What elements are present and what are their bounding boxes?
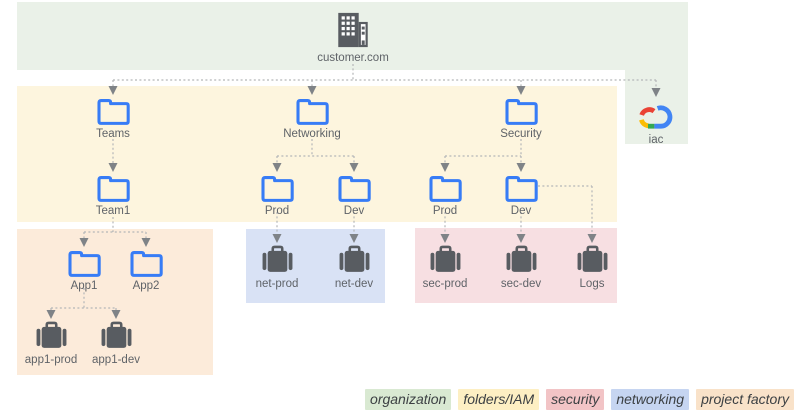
briefcase-icon (100, 320, 133, 351)
project-label: app1-dev (92, 354, 140, 366)
project-label: Logs (579, 278, 605, 290)
node-folder-networking-prod: Prod (232, 173, 322, 218)
folder-label: App2 (132, 280, 160, 292)
node-folder-security-dev: Dev (476, 173, 566, 218)
node-folder-teams: Teams (68, 96, 158, 141)
folder-icon (96, 96, 131, 125)
folder-label: Networking (283, 128, 341, 140)
project-label: app1-prod (24, 354, 78, 366)
folder-label: Teams (96, 128, 130, 140)
folder-label: Prod (432, 205, 458, 217)
node-iac: iac (611, 99, 701, 147)
node-organization: customer.com (308, 11, 398, 65)
node-folder-networking-dev: Dev (309, 173, 399, 218)
legend-item-security: security (546, 389, 605, 411)
briefcase-icon (338, 244, 371, 275)
building-icon (334, 11, 372, 49)
legend-item-folders-iam: folders/IAM (458, 389, 540, 411)
folder-icon (337, 173, 372, 202)
folder-label: Prod (264, 205, 290, 217)
node-project-app1-prod: app1-prod (6, 320, 96, 367)
legend-item-project-factory: project factory (696, 389, 794, 411)
node-folder-networking: Networking (267, 96, 357, 141)
node-folder-security-prod: Prod (400, 173, 490, 218)
node-project-net-prod: net-prod (232, 244, 322, 291)
legend-item-networking: networking (611, 389, 690, 411)
folder-icon (129, 248, 164, 277)
briefcase-icon (429, 244, 462, 275)
briefcase-icon (35, 320, 68, 351)
briefcase-icon (261, 244, 294, 275)
iac-label: iac (648, 134, 664, 146)
folder-icon (295, 96, 330, 125)
project-label: sec-dev (500, 278, 542, 290)
folder-icon (504, 96, 539, 125)
project-label: net-dev (334, 278, 374, 290)
google-cloud-icon (636, 99, 676, 131)
folder-icon (428, 173, 463, 202)
node-project-sec-dev: sec-dev (476, 244, 566, 291)
node-project-app1-dev: app1-dev (71, 320, 161, 367)
node-project-sec-prod: sec-prod (400, 244, 490, 291)
project-label: sec-prod (422, 278, 468, 290)
folder-label: Dev (510, 205, 532, 217)
node-folder-security: Security (476, 96, 566, 141)
folder-label: Dev (343, 205, 365, 217)
organization-label: customer.com (317, 52, 389, 64)
legend-item-organization: organization (365, 389, 452, 411)
briefcase-icon (576, 244, 609, 275)
node-folder-app1: App1 (39, 248, 129, 293)
folder-label: App1 (70, 280, 98, 292)
briefcase-icon (505, 244, 538, 275)
folder-icon (67, 248, 102, 277)
node-project-net-dev: net-dev (309, 244, 399, 291)
project-label: net-prod (255, 278, 299, 290)
node-project-logs: Logs (547, 244, 637, 291)
legend: organization folders/IAM security networ… (365, 389, 794, 411)
folder-icon (260, 173, 295, 202)
folder-label: Security (500, 128, 542, 140)
folder-label: Team1 (95, 205, 131, 217)
node-folder-app2: App2 (101, 248, 191, 293)
folder-icon (504, 173, 539, 202)
folder-icon (96, 173, 131, 202)
node-folder-team1: Team1 (68, 173, 158, 218)
